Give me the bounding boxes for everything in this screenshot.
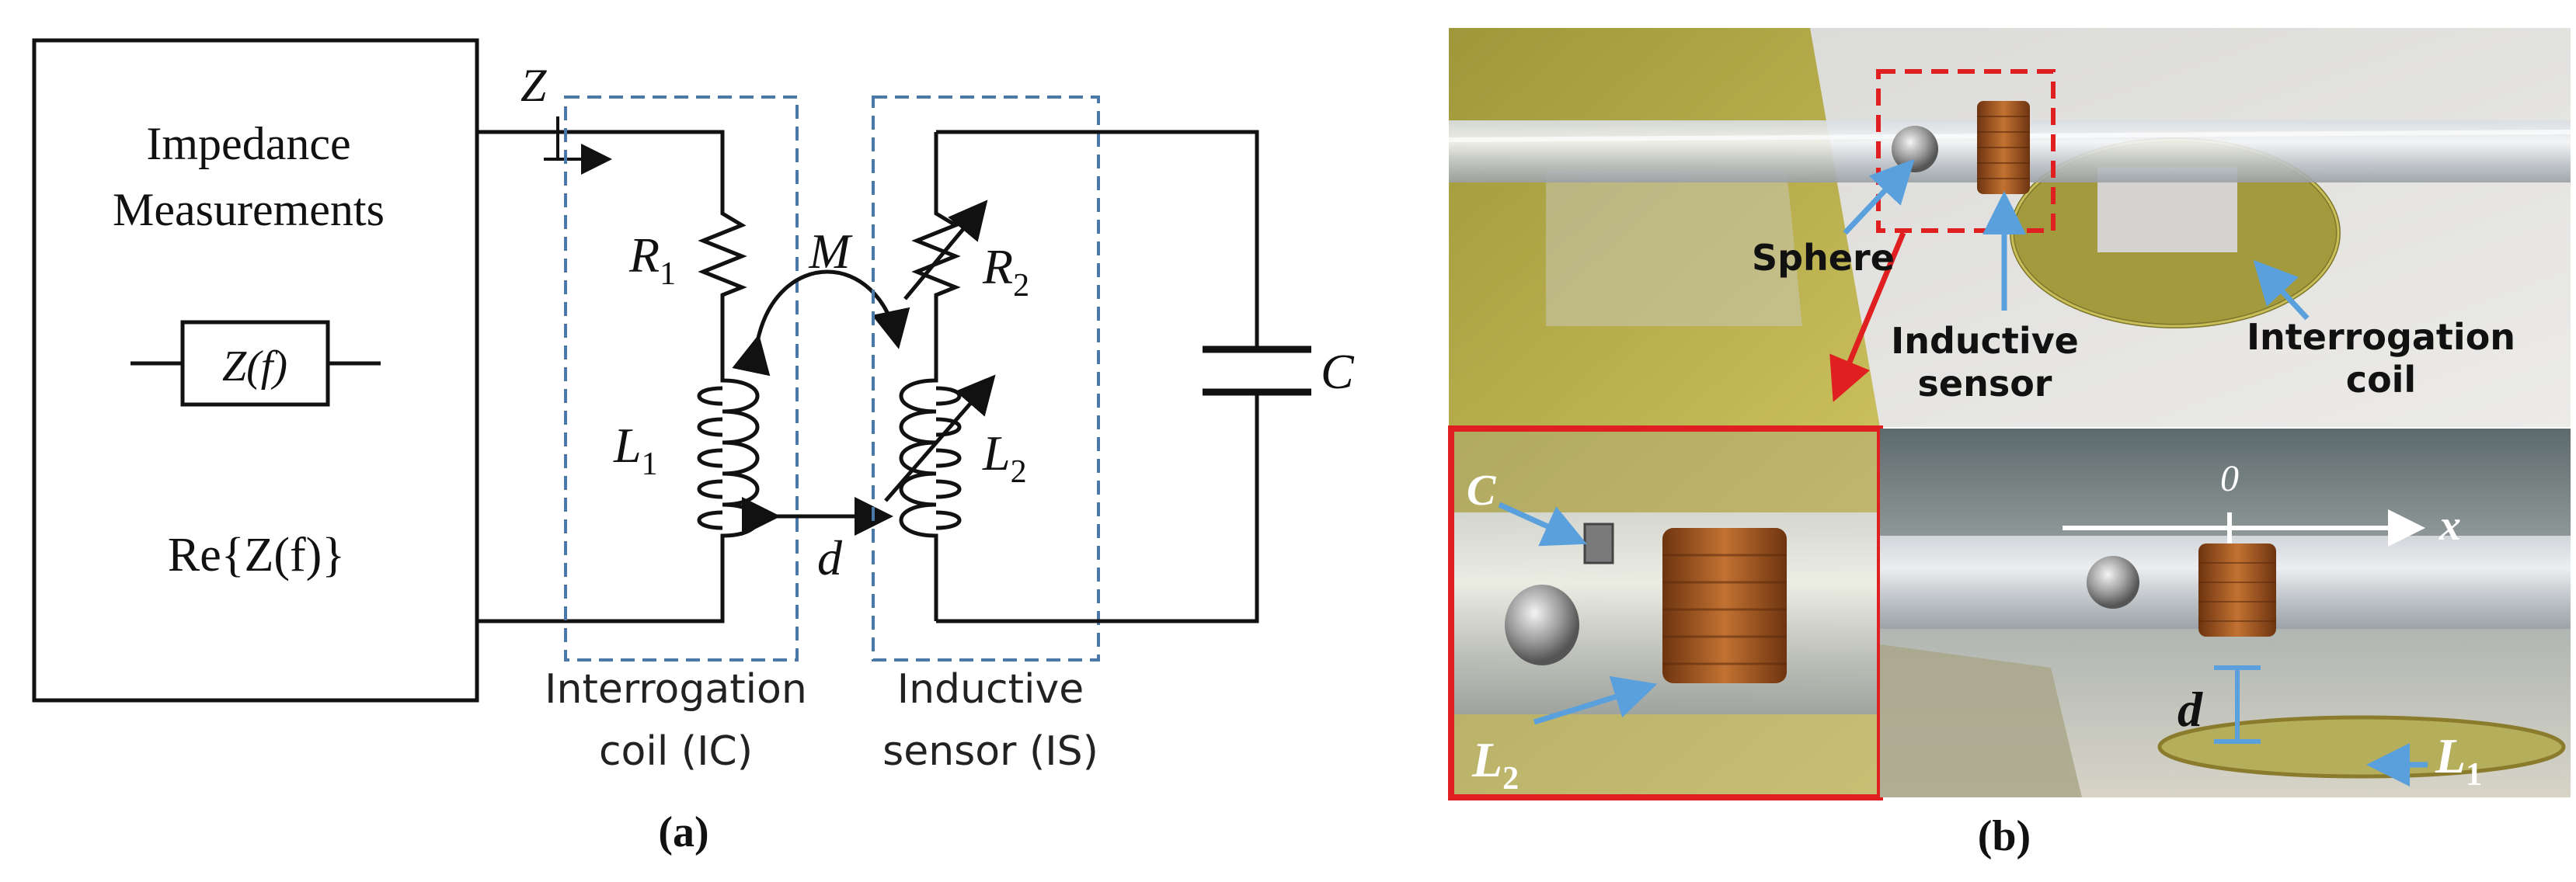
- sphere-arrow: [1843, 158, 1915, 235]
- ic-label-line1: Interrogation: [545, 666, 807, 713]
- z-port-marker: [544, 116, 559, 161]
- wire-sensor-bottom: [936, 392, 1259, 623]
- inset-c-label: C: [1467, 467, 1496, 515]
- z-box-label: Z(f): [222, 342, 287, 391]
- inductive-sensor-label-line1: Inductive: [1891, 320, 2079, 362]
- l2-variable-arrow: [884, 374, 996, 502]
- zoom-inset-photo: C L2: [1448, 425, 1883, 800]
- is-label-line1: Inductive: [897, 666, 1084, 713]
- d-label: d: [817, 530, 843, 585]
- l1-label: L1: [613, 418, 658, 482]
- x-axis-label: x: [2438, 502, 2461, 550]
- r2-subscript: 2: [1013, 268, 1029, 304]
- l2-label: L2: [982, 425, 1027, 490]
- l1-subscript: 1: [642, 446, 658, 482]
- l2-subscript: 2: [1011, 454, 1027, 490]
- inset-l2-subscript: 2: [1502, 761, 1519, 797]
- inset-capacitor-chip: [1583, 523, 1614, 564]
- r2-resistor: [911, 132, 961, 365]
- side-view-photo: 0 x d L1: [1880, 429, 2571, 797]
- inset-c-arrow: [1498, 502, 1587, 547]
- caption-b: (b): [1978, 812, 2031, 860]
- side-l1-label: L1: [2435, 728, 2482, 793]
- c-label: C: [1321, 344, 1355, 399]
- interrogation-coil-label-line1: Interrogation: [2247, 316, 2515, 358]
- inset-l2-label: L2: [1471, 732, 1519, 797]
- is-label-line2: sensor (IS): [882, 728, 1098, 775]
- zoom-region-box: [1876, 69, 2056, 233]
- mutual-inductance-arc: [732, 269, 910, 377]
- zoom-arrow: [1829, 231, 1906, 402]
- m-label: M: [808, 224, 853, 279]
- z-port-label: Z: [520, 60, 547, 111]
- block-title-line2: Measurements: [113, 184, 385, 235]
- origin-label: 0: [2220, 458, 2239, 499]
- l1-inductor: [697, 353, 760, 621]
- side-copper-coil: [2198, 543, 2276, 637]
- r1-subscript: 1: [660, 256, 676, 292]
- wire-bottom-left: [477, 543, 725, 623]
- ic-dashed-box: [564, 95, 799, 662]
- inset-sphere: [1505, 585, 1579, 665]
- inset-l2-arrow: [1533, 675, 1658, 725]
- r1-resistor: [698, 202, 747, 353]
- inset-copper-coil: [1662, 528, 1787, 683]
- wire-sensor-top: [936, 130, 1259, 349]
- r1-label: R1: [628, 227, 676, 292]
- side-l1-subscript: 1: [2466, 757, 2482, 793]
- ic-label-line2: coil (IC): [599, 728, 753, 775]
- inductive-sensor-label-line2: sensor: [1918, 363, 2052, 405]
- caption-a: (a): [658, 808, 708, 856]
- interrogation-coil-arrow: [2253, 259, 2310, 321]
- side-sphere: [2087, 556, 2139, 609]
- wire-top-left: [477, 130, 725, 202]
- sphere: [1892, 126, 1938, 172]
- impedance-measurement-block: [32, 38, 479, 703]
- side-d-label: d: [2177, 682, 2203, 737]
- panel-b-photos: Sphere Inductive sensor Interrogation co…: [1448, 28, 2571, 860]
- interrogation-coil-label-line2: coil: [2346, 359, 2416, 401]
- is-dashed-box: [872, 95, 1100, 662]
- sphere-label: Sphere: [1752, 237, 1895, 279]
- panel-a-circuit: Impedance Measurements Z(f) Re{Z(f)} Z R…: [32, 38, 1355, 856]
- l2-inductor: [899, 365, 962, 621]
- r2-variable-arrow: [903, 200, 988, 300]
- top-photo: Sphere Inductive sensor Interrogation co…: [1448, 28, 2571, 427]
- block-title-line1: Impedance: [146, 118, 350, 169]
- re-z-label: Re{Z(f)}: [168, 529, 345, 582]
- r2-label: R2: [982, 239, 1029, 304]
- side-interrogation-coil: [2157, 715, 2566, 779]
